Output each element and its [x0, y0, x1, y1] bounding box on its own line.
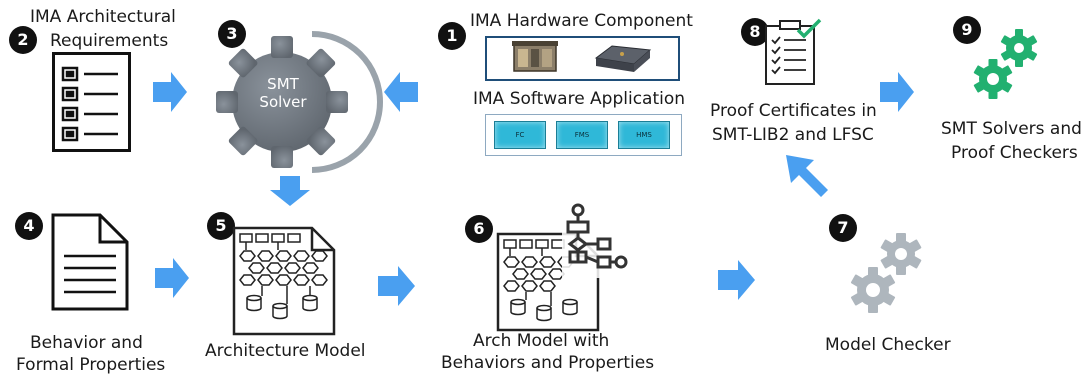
step6-label-line1: Arch Model with [473, 331, 610, 351]
sw-module-fc: FC [494, 121, 546, 149]
gear-label-line1: SMT [267, 75, 299, 93]
hardware-board-icon [512, 41, 558, 72]
arrow-icon [155, 258, 189, 298]
sw-module-hms: HMS [618, 121, 670, 149]
hardware-title: IMA Hardware Component [470, 11, 693, 31]
step-badge-6: 6 [465, 215, 493, 243]
step4-label-line2: Formal Properties [16, 355, 166, 375]
arrow-icon [786, 155, 828, 197]
arrow-icon [378, 266, 415, 306]
step4-label-line1: Behavior and [30, 333, 143, 353]
step-badge-7: 7 [829, 214, 857, 242]
step7-label: Model Checker [825, 335, 951, 355]
step-badge-5: 5 [207, 212, 235, 240]
hardware-panel [485, 36, 680, 81]
step9-label-line2: Proof Checkers [951, 143, 1078, 163]
certificate-icon [765, 18, 822, 85]
arrow-icon [718, 260, 755, 300]
step9-label-line1: SMT Solvers and [941, 119, 1082, 139]
architecture-model-icon [232, 226, 336, 336]
software-panel: FC FMS HMS [485, 114, 682, 156]
step-badge-9: 9 [953, 16, 981, 44]
gears-icon [973, 29, 1038, 99]
sw-module-fms: FMS [556, 121, 608, 149]
gear-icon [216, 31, 383, 173]
step-badge-1: 1 [438, 22, 466, 50]
flowchart-icon [562, 202, 628, 278]
checklist-icon [52, 52, 131, 152]
gear-label-line2: Solver [259, 93, 307, 111]
step-badge-2: 2 [9, 26, 37, 54]
step8-label-line2: SMT-LIB2 and LFSC [712, 125, 874, 145]
gears-icon [850, 233, 922, 313]
hardware-unit-icon [594, 45, 652, 72]
software-title: IMA Software Application [473, 89, 686, 109]
step2-label-line2: Requirements [50, 31, 169, 51]
step5-label: Architecture Model [205, 341, 366, 361]
step-badge-8: 8 [741, 18, 769, 46]
document-icon [51, 213, 129, 311]
step8-label-line1: Proof Certificates in [710, 101, 877, 121]
arrow-icon [153, 72, 187, 112]
arrow-icon [270, 176, 310, 206]
arrow-icon [384, 72, 418, 112]
step-badge-3: 3 [218, 20, 246, 48]
arrow-icon [880, 72, 914, 112]
step-badge-4: 4 [15, 212, 43, 240]
step6-label-line2: Behaviors and Properties [441, 353, 655, 373]
step2-label-line1: IMA Architectural [30, 7, 176, 27]
